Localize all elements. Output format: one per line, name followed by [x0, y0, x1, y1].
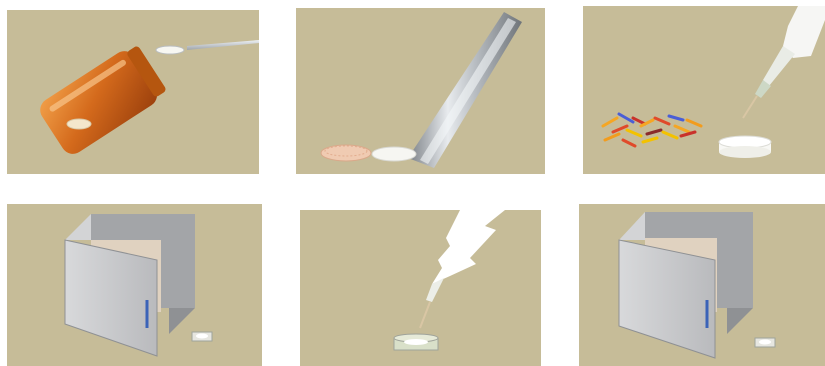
panel-1-illustration: [7, 10, 259, 174]
panel-6-incubator: [579, 204, 825, 366]
panel-5-illustration: [300, 210, 541, 366]
panel-2-illustration: [296, 8, 545, 174]
dish: [394, 334, 438, 350]
panel-6-illustration: [579, 204, 825, 366]
dish: [192, 332, 212, 341]
panel-4-illustration: [7, 204, 262, 366]
panel-3-pipette-and-bacteria: [583, 6, 825, 174]
disc: [719, 136, 771, 158]
panel-2-forceps-and-discs: [296, 8, 545, 174]
panel-3-illustration: [583, 6, 825, 174]
panel-1-bottle-and-spatula: [7, 10, 259, 174]
panel-5-pipette-into-dish: [300, 210, 541, 366]
panel-4-incubator: [7, 204, 262, 366]
disc-white: [372, 147, 416, 161]
dish: [755, 338, 775, 347]
disc-pink: [321, 145, 371, 161]
tablet: [67, 119, 91, 129]
